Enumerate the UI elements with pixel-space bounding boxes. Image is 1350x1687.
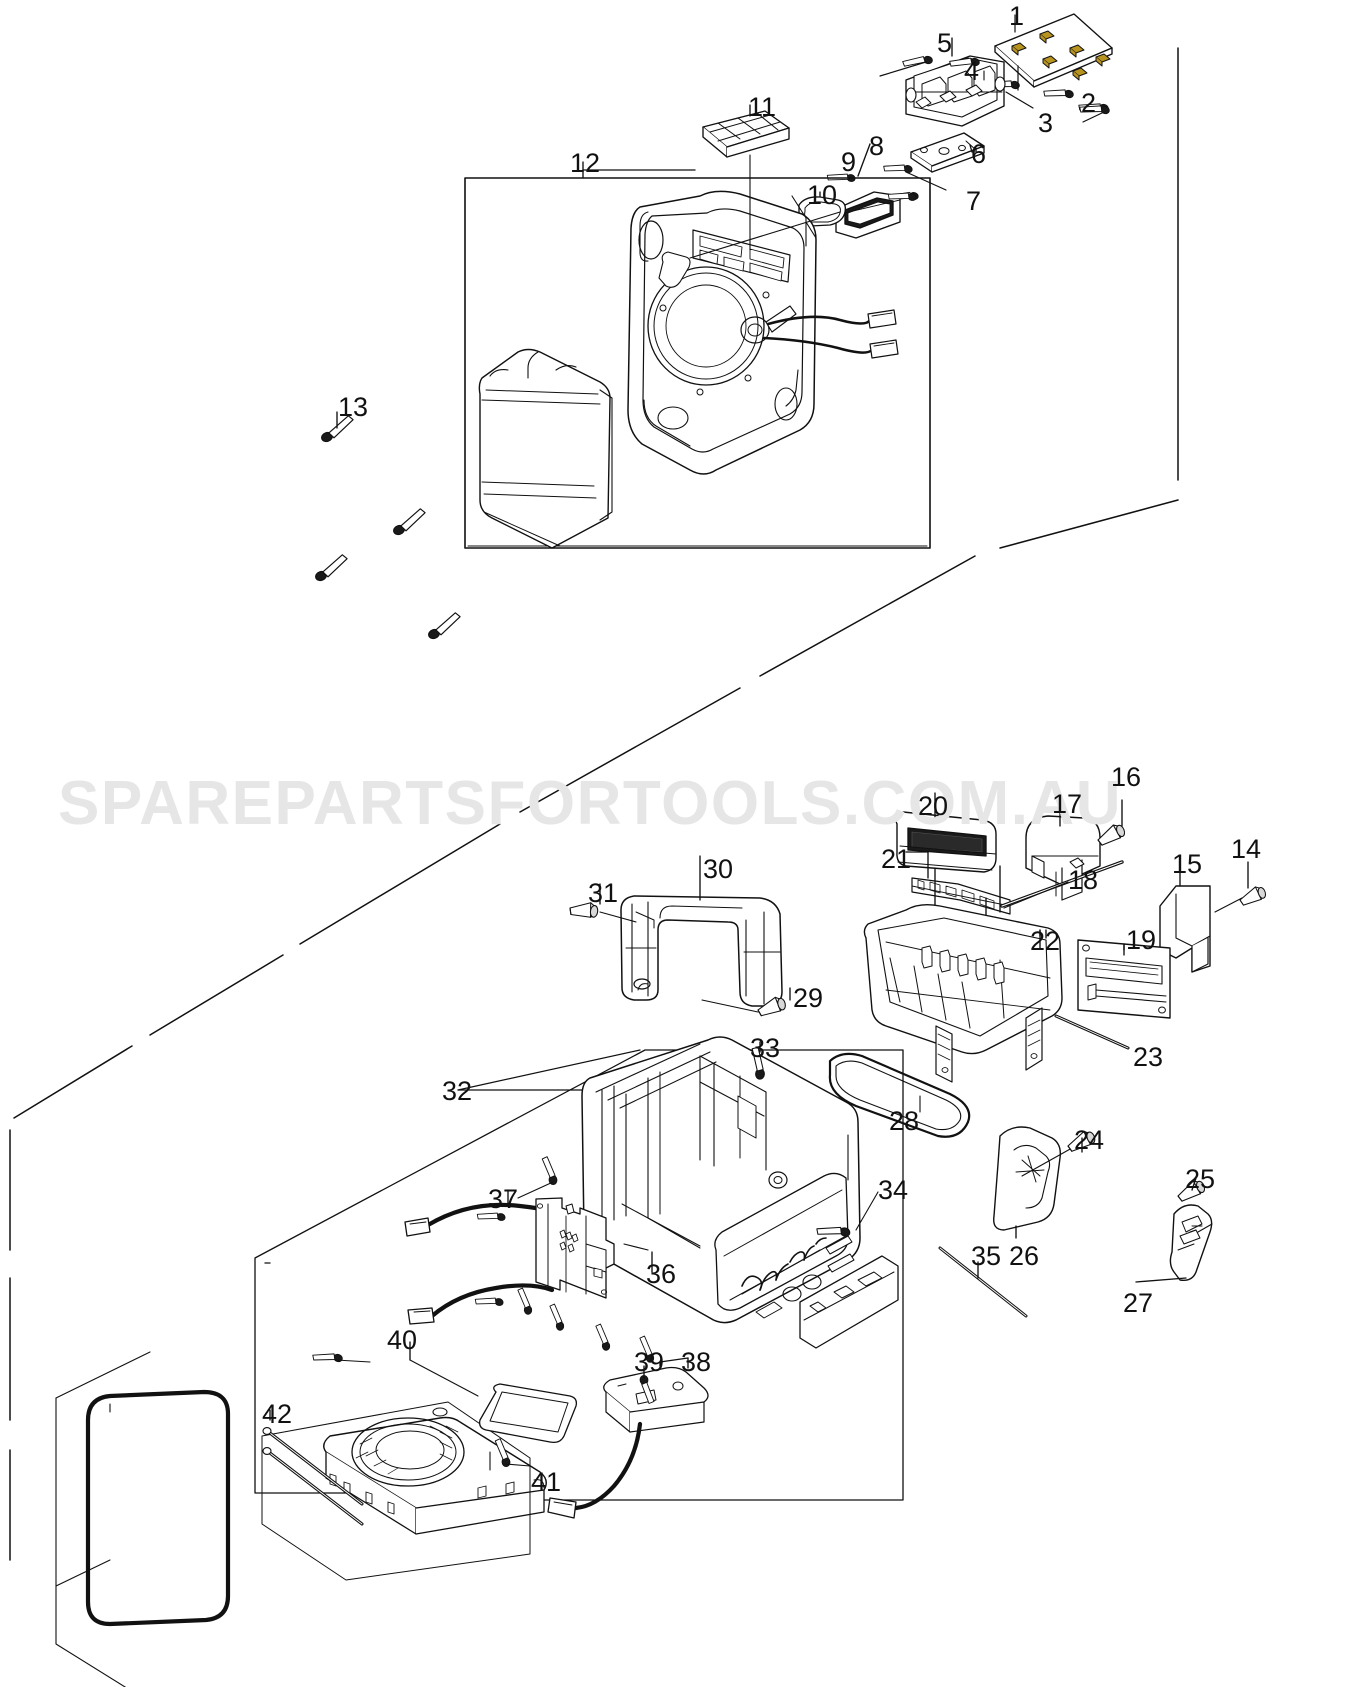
callout-15: 15: [1172, 849, 1203, 879]
callout-31: 31: [588, 878, 619, 908]
callout-2: 2: [1081, 88, 1097, 118]
callout-5: 5: [937, 28, 953, 58]
callout-9: 9: [841, 147, 857, 177]
callout-36: 36: [646, 1259, 677, 1289]
callout-28: 28: [889, 1106, 920, 1136]
callout-40: 40: [387, 1325, 418, 1355]
callout-16: 16: [1111, 762, 1142, 792]
callout-1: 1: [1009, 1, 1025, 31]
callout-13: 13: [338, 392, 369, 422]
site-watermark: SPAREPARTSFORTOOLS.COM.AU: [58, 769, 1122, 838]
callout-11: 11: [748, 92, 777, 122]
callout-35: 35: [971, 1241, 1002, 1271]
callout-4: 4: [964, 56, 980, 86]
callout-33: 33: [750, 1033, 781, 1063]
callout-7: 7: [966, 186, 982, 216]
callout-12: 12: [570, 148, 601, 178]
callout-42: 42: [262, 1399, 293, 1429]
callout-32: 32: [442, 1076, 473, 1106]
callout-19: 19: [1126, 925, 1157, 955]
callout-22: 22: [1030, 926, 1061, 956]
callout-39: 39: [634, 1347, 665, 1377]
callout-29: 29: [793, 983, 824, 1013]
callout-25: 25: [1185, 1164, 1216, 1194]
callout-38: 38: [681, 1347, 712, 1377]
callout-14: 14: [1231, 834, 1262, 864]
callout-30: 30: [703, 854, 734, 884]
callout-34: 34: [878, 1175, 909, 1205]
callout-3: 3: [1038, 108, 1054, 138]
callout-17: 17: [1052, 789, 1083, 819]
callout-18: 18: [1068, 865, 1099, 895]
callout-23: 23: [1133, 1042, 1164, 1072]
callout-6: 6: [971, 139, 987, 169]
callout-8: 8: [869, 131, 885, 161]
callout-20: 20: [918, 791, 949, 821]
callout-10: 10: [807, 180, 838, 210]
callout-37: 37: [488, 1184, 519, 1214]
callout-24: 24: [1074, 1125, 1105, 1155]
callout-27: 27: [1123, 1288, 1154, 1318]
callout-21: 21: [881, 844, 912, 874]
callout-41: 41: [531, 1467, 562, 1497]
callout-26: 26: [1009, 1241, 1040, 1271]
